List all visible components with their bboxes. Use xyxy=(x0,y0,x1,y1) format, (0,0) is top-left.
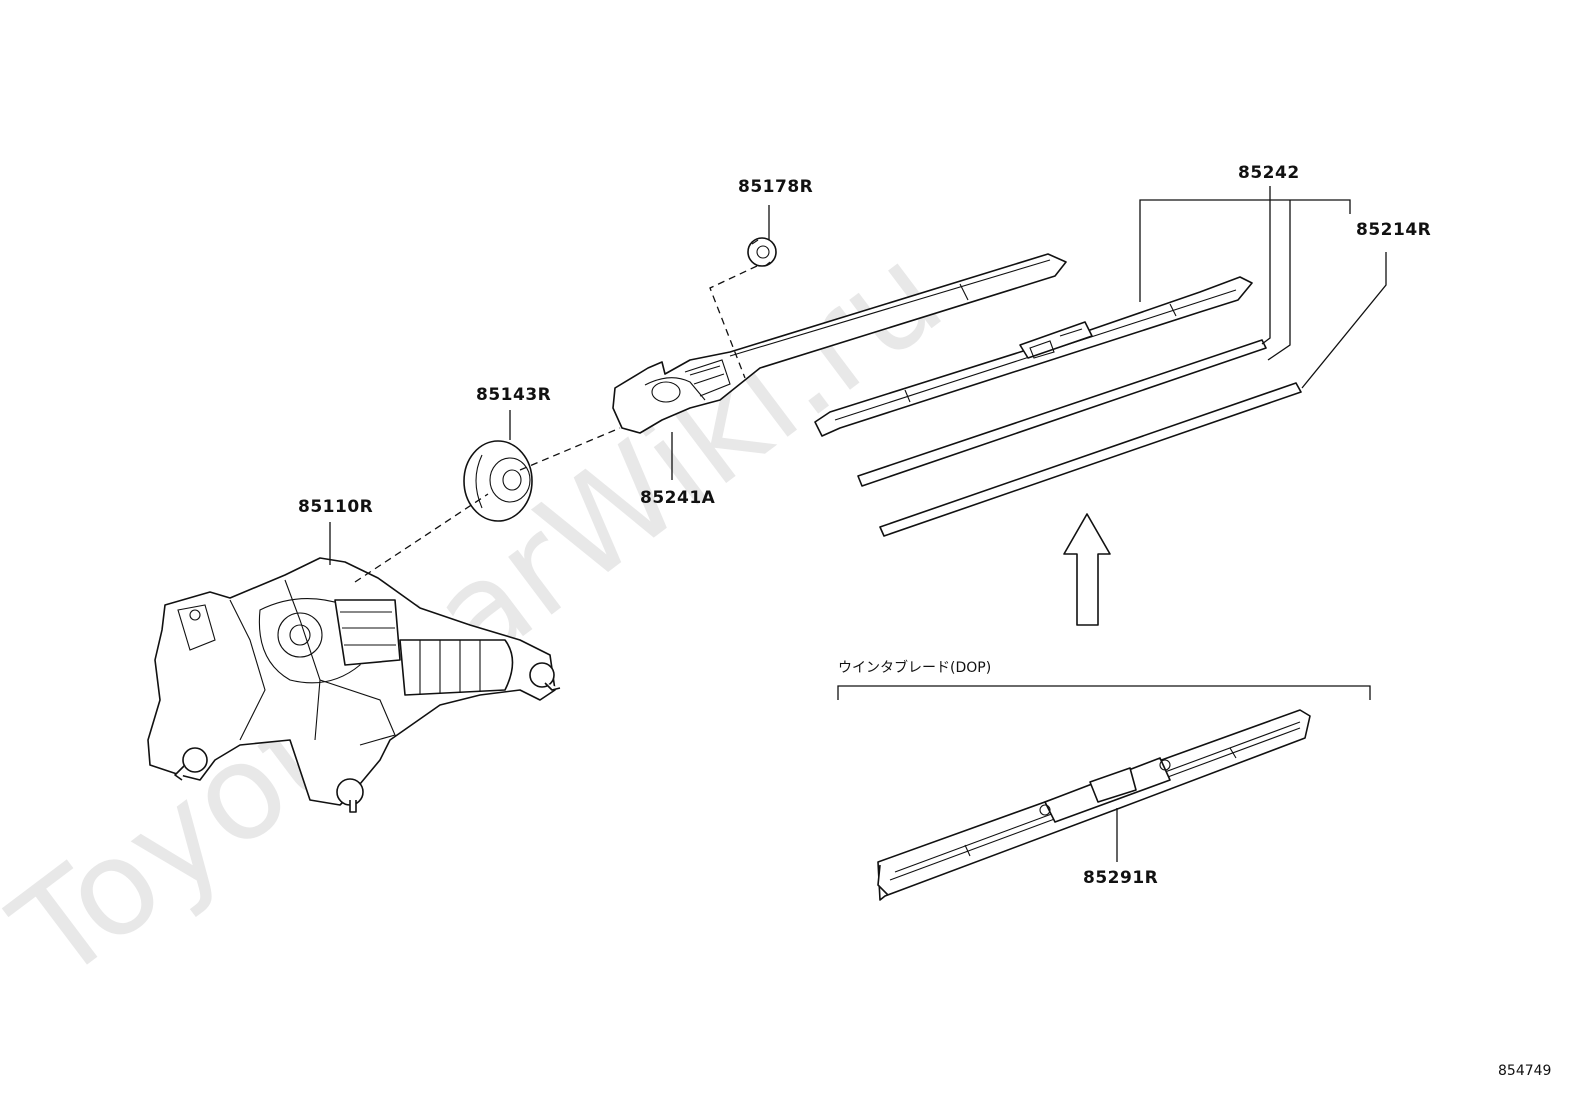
label-85143R: 85143R xyxy=(476,385,551,405)
wiper-arm-85241A xyxy=(612,253,1067,434)
wiper-blade-85242 xyxy=(814,276,1267,487)
wiper-motor-85110R xyxy=(147,557,561,813)
assembly-line-motor xyxy=(354,493,489,583)
winter-blade-bracket xyxy=(837,685,1371,700)
pivot-cap-85143R xyxy=(463,440,533,522)
label-85242: 85242 xyxy=(1238,163,1300,183)
label-85110R: 85110R xyxy=(298,497,373,517)
leader-85214R xyxy=(1301,252,1387,389)
label-85291R: 85291R xyxy=(1083,868,1158,888)
label-85178R: 85178R xyxy=(738,177,813,197)
diagram-reference: 854749 xyxy=(1498,1063,1551,1079)
winter-blade-85291R xyxy=(877,709,1311,901)
label-85214R: 85214R xyxy=(1356,220,1431,240)
assembly-line-cap xyxy=(519,427,621,471)
leader-85242 xyxy=(1139,186,1351,361)
winter-blade-note: ウインタブレード(DOP) xyxy=(838,659,991,676)
label-85241A: 85241A xyxy=(640,488,716,508)
assembly-line-nut xyxy=(709,265,758,379)
wiper-rubber-85214R xyxy=(879,382,1302,537)
up-arrow-icon xyxy=(1063,513,1111,626)
nut-85178R xyxy=(747,237,777,267)
